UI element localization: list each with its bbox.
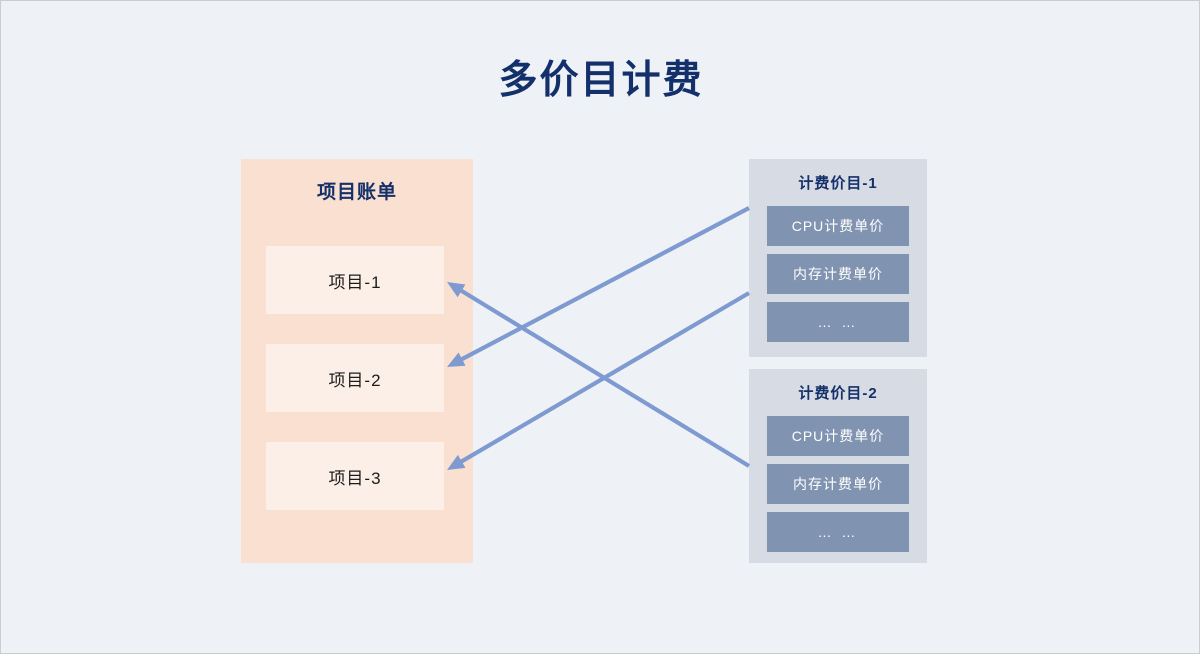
price-1-to-project-2-arrow bbox=[447, 206, 750, 367]
bill-panel-title: 项目账单 bbox=[316, 182, 397, 203]
price-row-memory-2[interactable]: 内存计费单价 bbox=[767, 464, 909, 504]
price-row-cpu-1[interactable]: CPU计费单价 bbox=[767, 206, 909, 246]
price-panel-2-title: 计费价目-2 bbox=[798, 385, 878, 402]
bill-item-2[interactable]: 项目-2 bbox=[266, 344, 444, 412]
bill-item-1[interactable]: 项目-1 bbox=[266, 246, 444, 314]
price-row-memory-1[interactable]: 内存计费单价 bbox=[767, 254, 909, 294]
price-row-cpu-2[interactable]: CPU计费单价 bbox=[767, 416, 909, 456]
price-2-to-project-1-arrow bbox=[447, 282, 751, 468]
price-panel-1: 计费价目-1 CPU计费单价 内存计费单价 … … bbox=[749, 159, 927, 357]
price-row-more-1[interactable]: … … bbox=[767, 302, 909, 342]
price-1-to-project-3-arrow bbox=[447, 291, 751, 470]
price-panel-1-rows: CPU计费单价 内存计费单价 … … bbox=[767, 206, 909, 350]
price-panel-2: 计费价目-2 CPU计费单价 内存计费单价 … … bbox=[749, 369, 927, 563]
price-panel-2-rows: CPU计费单价 内存计费单价 … … bbox=[767, 416, 909, 560]
page-title: 多价目计费 bbox=[498, 59, 704, 102]
price-panel-1-title: 计费价目-1 bbox=[798, 175, 878, 192]
bill-panel: 项目账单 项目-1 项目-2 项目-3 bbox=[241, 159, 473, 563]
bill-item-3[interactable]: 项目-3 bbox=[266, 442, 444, 510]
price-row-more-2[interactable]: … … bbox=[767, 512, 909, 552]
